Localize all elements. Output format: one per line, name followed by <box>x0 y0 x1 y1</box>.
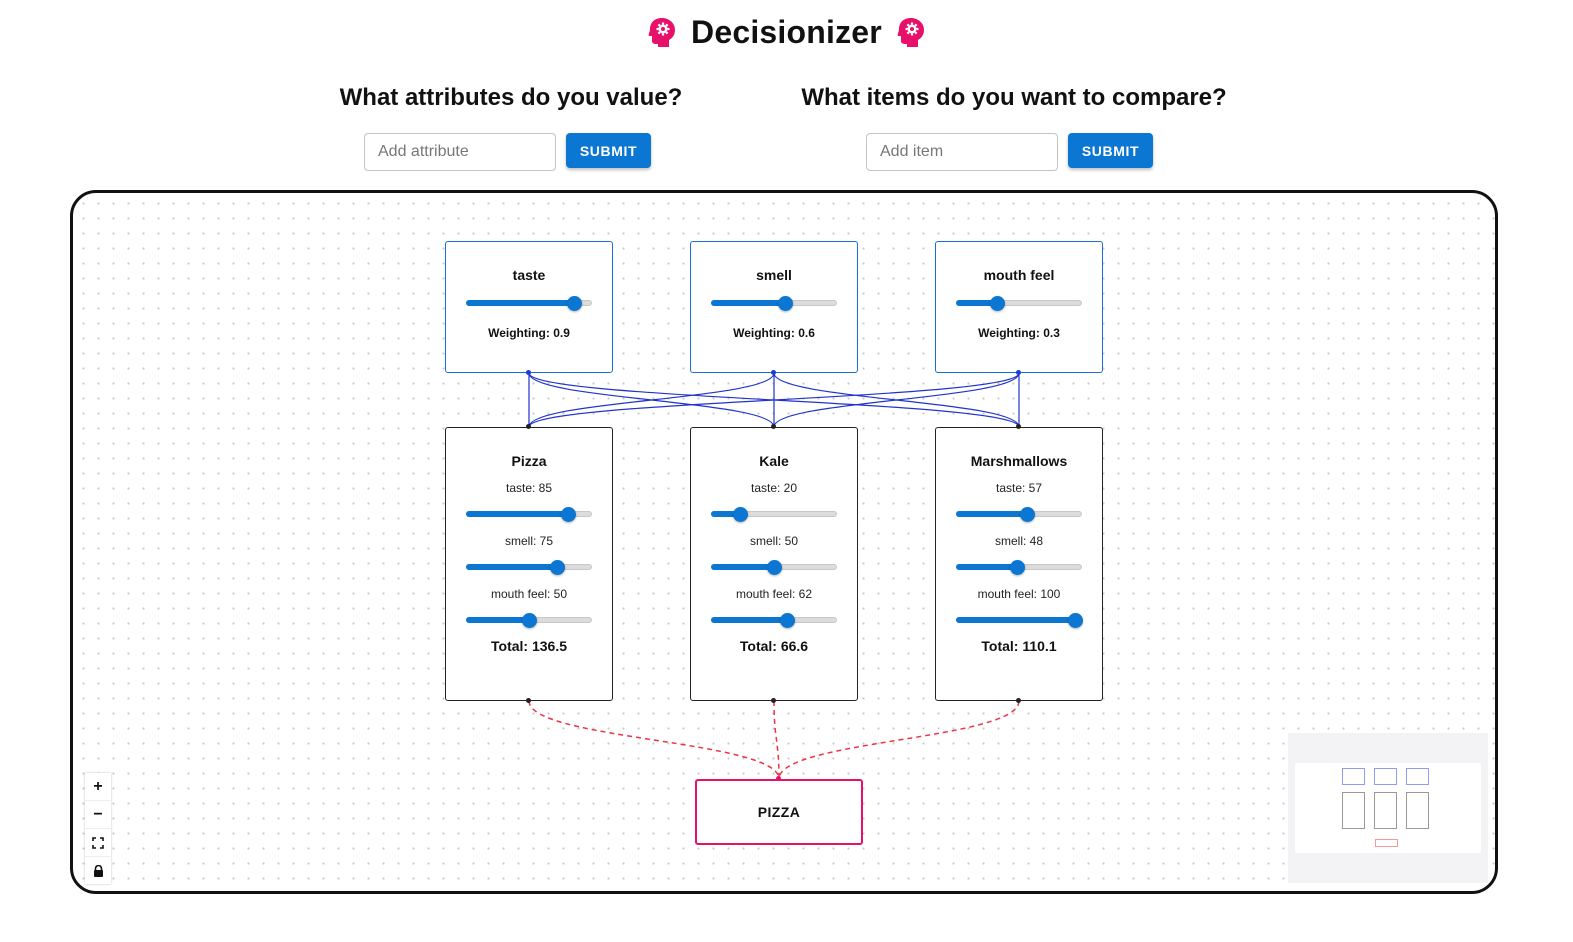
score-slider[interactable] <box>466 505 592 525</box>
weighting-label: Weighting: 0.6 <box>733 326 815 340</box>
minus-icon: − <box>93 805 103 823</box>
minimap-node <box>1374 792 1397 829</box>
app-title: Decisionizer <box>691 13 882 50</box>
item-result-edge <box>778 700 1020 780</box>
attribute-source-handle[interactable] <box>771 370 776 375</box>
attribute-item-edge <box>773 372 1020 428</box>
brain-gear-icon <box>648 18 676 47</box>
minimap-node <box>1374 768 1397 785</box>
score-slider[interactable] <box>711 558 837 578</box>
brain-gear-icon <box>897 18 924 47</box>
attribute-item-edge <box>528 372 775 428</box>
fit-view-icon <box>92 836 104 849</box>
items-heading: What items do you want to compare? <box>801 84 1227 111</box>
item-result-edge <box>528 700 780 780</box>
attribute-item-edge <box>528 372 1020 428</box>
item-node-kale[interactable]: Kale taste: 20 smell: 50 mouth feel: 62 … <box>690 427 858 701</box>
lock-button[interactable] <box>85 857 111 884</box>
minimap-viewport <box>1295 763 1481 853</box>
minimap-node <box>1342 768 1365 785</box>
score-label: smell: 75 <box>504 534 554 548</box>
weighting-slider[interactable] <box>711 294 837 314</box>
add-attribute-input[interactable] <box>364 133 556 171</box>
flow-controls: + − <box>85 773 111 884</box>
weighting-label: Weighting: 0.9 <box>488 326 570 340</box>
item-source-handle[interactable] <box>1016 698 1021 703</box>
result-target-handle[interactable] <box>776 776 781 781</box>
result-node[interactable]: PIZZA <box>695 779 863 845</box>
score-label: taste: 85 <box>505 481 553 495</box>
minimap[interactable] <box>1288 733 1488 883</box>
attribute-name: smell <box>756 267 792 283</box>
flow-canvas[interactable]: taste Weighting: 0.9 smell Weighting: 0.… <box>70 190 1498 894</box>
attribute-node-smell[interactable]: smell Weighting: 0.6 <box>690 241 858 373</box>
attribute-node-taste[interactable]: taste Weighting: 0.9 <box>445 241 613 373</box>
score-slider[interactable] <box>956 505 1082 525</box>
item-source-handle[interactable] <box>526 698 531 703</box>
item-name: Kale <box>759 453 789 469</box>
attribute-item-edge <box>773 372 1020 428</box>
score-label: smell: 50 <box>749 534 799 548</box>
zoom-in-button[interactable]: + <box>85 773 111 801</box>
zoom-out-button[interactable]: − <box>85 801 111 829</box>
weighting-slider[interactable] <box>466 294 592 314</box>
score-label: mouth feel: 100 <box>977 587 1061 601</box>
item-result-edge <box>773 700 780 780</box>
minimap-node <box>1406 768 1429 785</box>
weighting-label: Weighting: 0.3 <box>978 326 1060 340</box>
score-slider[interactable] <box>711 505 837 525</box>
attribute-node-mouth-feel[interactable]: mouth feel Weighting: 0.3 <box>935 241 1103 373</box>
score-slider[interactable] <box>956 611 1083 631</box>
lock-icon <box>93 864 103 877</box>
score-label: mouth feel: 50 <box>490 587 568 601</box>
item-source-handle[interactable] <box>771 698 776 703</box>
weighting-slider[interactable] <box>956 294 1082 314</box>
item-name: Marshmallows <box>970 453 1068 469</box>
result-label: PIZZA <box>757 804 801 820</box>
add-item-input[interactable] <box>866 133 1058 171</box>
score-label: taste: 20 <box>750 481 798 495</box>
score-slider[interactable] <box>711 611 837 631</box>
item-target-handle[interactable] <box>771 424 776 429</box>
item-target-handle[interactable] <box>526 424 531 429</box>
plus-icon: + <box>93 777 103 795</box>
item-target-handle[interactable] <box>1016 424 1021 429</box>
attribute-source-handle[interactable] <box>526 370 531 375</box>
score-slider[interactable] <box>466 611 592 631</box>
score-label: mouth feel: 62 <box>735 587 813 601</box>
attribute-name: mouth feel <box>983 267 1055 283</box>
item-total: Total: 66.6 <box>739 638 809 654</box>
attribute-item-edge <box>528 372 775 428</box>
item-name: Pizza <box>511 453 547 469</box>
attribute-source-handle[interactable] <box>1016 370 1021 375</box>
submit-item-button[interactable]: SUBMIT <box>1068 133 1153 168</box>
attribute-item-edge <box>528 372 1020 428</box>
score-label: smell: 48 <box>994 534 1044 548</box>
score-slider[interactable] <box>956 558 1082 578</box>
app-header: Decisionizer <box>0 10 1573 54</box>
attributes-heading: What attributes do you value? <box>339 84 683 111</box>
fit-view-button[interactable] <box>85 829 111 857</box>
minimap-node <box>1342 792 1365 829</box>
item-total: Total: 136.5 <box>491 638 567 654</box>
item-node-marshmallows[interactable]: Marshmallows taste: 57 smell: 48 mouth f… <box>935 427 1103 701</box>
score-label: taste: 57 <box>995 481 1043 495</box>
submit-attribute-button[interactable]: SUBMIT <box>566 133 651 168</box>
minimap-node <box>1406 792 1429 829</box>
item-node-pizza[interactable]: Pizza taste: 85 smell: 75 mouth feel: 50… <box>445 427 613 701</box>
attribute-name: taste <box>512 267 546 283</box>
minimap-node <box>1375 839 1398 847</box>
score-slider[interactable] <box>466 558 592 578</box>
item-total: Total: 110.1 <box>981 638 1057 654</box>
